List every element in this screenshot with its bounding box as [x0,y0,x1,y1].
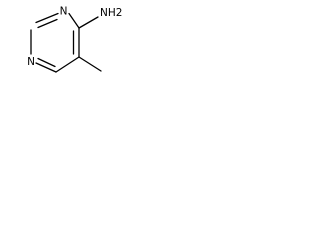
bond-n3-c4 [68,12,80,29]
atom-label-nh2: NH2 [100,7,122,19]
structure-canvas: N N NH2 [0,0,135,93]
double-bond-c6-n1 [37,57,56,68]
atom-label-n-top: N [60,6,68,18]
molecule-drawing: N N NH2 [27,6,122,73]
bond-c5-c6 [55,56,80,73]
bond-c4-nh2 [78,16,99,29]
bond-c6-n1 [35,62,57,73]
bond-c5-methyl [78,56,102,72]
atom-label-n-left: N [27,56,35,68]
double-bond-c2-n3 [37,18,58,29]
bond-c2-n3 [35,12,59,24]
